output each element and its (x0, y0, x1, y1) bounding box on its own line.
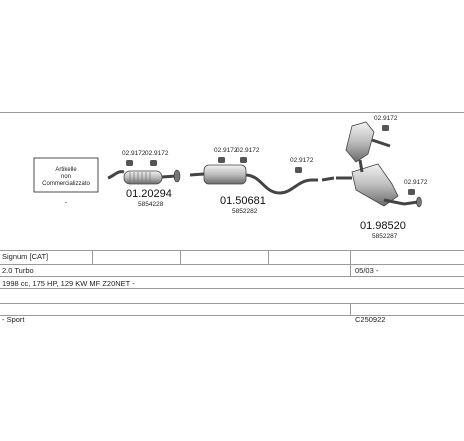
small-mark: - (65, 200, 68, 207)
rear-silencer-subcode: 5852287 (372, 233, 398, 240)
clamp-icon (382, 125, 415, 195)
middle-clamp-label-1: 02.9172 (214, 147, 238, 154)
table-row-1-col1: Signum [CAT] (2, 252, 49, 261)
rear-clamp-label-2: 02.9172 (404, 179, 428, 186)
clamp-icon (218, 157, 247, 163)
note-line-3: Commercializzato (42, 181, 90, 187)
table-row-3-col1: 1998 cc, 175 HP, 129 KW MF Z20NET - (2, 279, 135, 288)
table-row-5-col1: - Sport (2, 315, 25, 324)
middle-silencer-subcode: 5852282 (232, 208, 258, 215)
rear-clamp-label-1: 02.9172 (374, 115, 398, 122)
clamp-icon (295, 167, 302, 173)
front-clamp-label-1: 02.9172 (122, 150, 146, 157)
rear-silencer-code: 01.98520 (360, 220, 406, 232)
note-box: Artikelle non Commercializzato (33, 157, 99, 193)
clamp-icon (126, 160, 157, 166)
front-clamp-label-2: 02.9172 (145, 150, 169, 157)
table-row-5-col2: C250922 (355, 315, 386, 324)
rear-silencer-part (336, 121, 422, 208)
middle-clamp-label-2: 02.9172 (236, 147, 260, 154)
table-row-2-col1: 2.0 Turbo (2, 266, 34, 275)
note-line-2: non (61, 174, 71, 180)
connect-clamp-label: 02.9172 (290, 157, 314, 164)
table-row-2-col2: 05/03 - (355, 266, 379, 275)
front-pipe-part (107, 169, 181, 185)
spec-frame (0, 112, 464, 322)
front-pipe-subcode: 5854228 (138, 201, 164, 208)
note-line-1: Artikelle (55, 167, 77, 173)
middle-silencer-part (189, 164, 318, 195)
middle-silencer-code: 01.50681 (220, 195, 266, 207)
front-pipe-code: 01.20294 (126, 188, 172, 200)
